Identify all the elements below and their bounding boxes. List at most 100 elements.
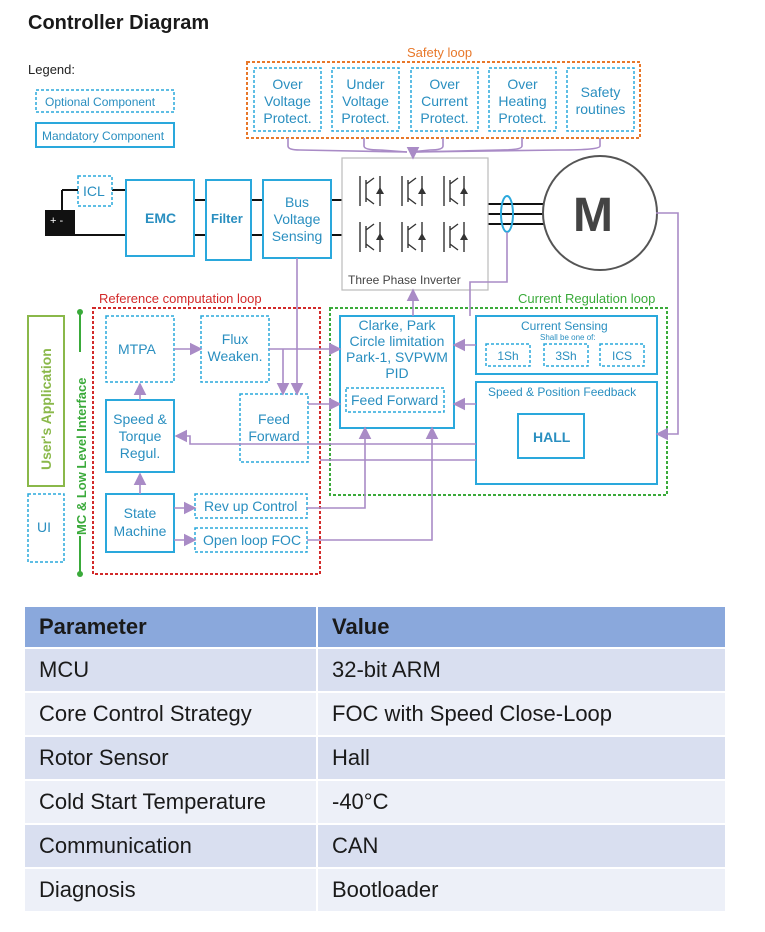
svg-text:+ -: + - — [50, 215, 63, 227]
table-row: Rotor Sensor Hall — [25, 735, 727, 780]
table-header-row: Parameter Value — [25, 607, 727, 648]
rev-up-label: Rev up Control — [204, 498, 297, 514]
clarke-park-line: Circle limitation — [350, 333, 445, 349]
igbt-icon — [359, 176, 381, 206]
current-sensing-title: Current Sensing — [521, 319, 608, 333]
hall-label: HALL — [533, 429, 571, 445]
safety-item-box — [566, 67, 635, 132]
table-row: MCU 32-bit ARM — [25, 647, 727, 692]
icl-block — [77, 175, 113, 207]
safety-loop-label: Safety loop — [407, 45, 472, 60]
battery-icon — [45, 210, 75, 236]
diode-icon — [376, 187, 384, 194]
table-row: Core Control Strategy FOC with Speed Clo… — [25, 691, 727, 736]
cur-feed-forward-block — [345, 387, 445, 413]
param-name: Diagnosis — [25, 867, 318, 911]
filter-block — [205, 179, 252, 261]
param-name: Communication — [25, 823, 318, 868]
clarke-park-line: Park-1, SVPWM — [346, 349, 448, 365]
igbt-icon — [359, 222, 381, 252]
diode-icon — [460, 233, 468, 240]
diode-icon — [460, 187, 468, 194]
param-name: Rotor Sensor — [25, 735, 318, 780]
igbt-icon — [443, 222, 465, 252]
safety-item-label: routines — [576, 101, 626, 117]
safety-item-label: Protect. — [420, 110, 468, 126]
mtpa-label: MTPA — [118, 341, 157, 357]
igbt-icon — [401, 222, 423, 252]
clarke-park-line: Clarke, Park — [358, 317, 436, 333]
emc-label: EMC — [145, 210, 176, 226]
mtpa-block — [105, 315, 175, 383]
motor-label: M — [573, 189, 613, 242]
safety-item-label: Voltage — [264, 93, 311, 109]
safety-item-label: Safety — [581, 84, 621, 100]
users-app-block — [27, 315, 65, 487]
safety-item-label: Over — [429, 76, 460, 92]
table-header-parameter: Parameter — [25, 607, 318, 648]
table-header-value: Value — [317, 607, 727, 648]
ui-label: UI — [37, 519, 51, 535]
sensing-option-box — [485, 343, 531, 367]
flux-weaken-line: Weaken. — [208, 348, 263, 364]
ui-block — [27, 493, 65, 563]
ref-feed-forward-line: Feed — [258, 411, 290, 427]
legend-optional: Optional Component — [45, 95, 156, 109]
bus-voltage-sensing-line: Voltage — [274, 211, 321, 227]
clarke-park-line: PID — [385, 365, 408, 381]
controller-diagram: Legend: Optional Component Mandatory Com… — [27, 45, 679, 577]
icl-label: ICL — [83, 183, 105, 199]
param-value: -40°C — [317, 779, 727, 824]
open-loop-block — [194, 527, 308, 553]
state-machine-line: State — [124, 505, 157, 521]
safety-item-label: Under — [346, 76, 384, 92]
current-sensing-sub: Shall be one of: — [540, 333, 596, 342]
reference-loop-frame — [92, 307, 321, 575]
sensing-option-box — [543, 343, 589, 367]
sensing-option-label: 1Sh — [497, 349, 518, 363]
param-value: CAN — [317, 823, 727, 868]
legend-optional-swatch — [35, 89, 175, 113]
page-title: Controller Diagram — [28, 12, 210, 34]
reference-loop-label: Reference computation loop — [99, 291, 262, 306]
open-loop-label: Open loop FOC — [203, 532, 301, 548]
emc-block — [125, 179, 195, 257]
current-loop-label: Current Regulation loop — [518, 291, 655, 306]
safety-item-label: Protect. — [263, 110, 311, 126]
diode-icon — [376, 233, 384, 240]
sensing-option-box — [599, 343, 645, 367]
safety-item-box — [488, 67, 557, 132]
diode-icon — [418, 233, 426, 240]
bus-voltage-sensing-line: Sensing — [272, 228, 323, 244]
legend-label: Legend: — [28, 62, 75, 77]
diode-icon — [418, 187, 426, 194]
safety-item-box — [253, 67, 322, 132]
sensing-option-label: ICS — [612, 349, 632, 363]
param-value: Bootloader — [317, 867, 727, 911]
bus-voltage-sensing-block — [262, 179, 332, 259]
sensing-option-label: 3Sh — [555, 349, 576, 363]
param-name: Cold Start Temperature — [25, 779, 318, 824]
hall-block — [517, 413, 585, 459]
legend-mandatory: Mandatory Component — [42, 129, 165, 143]
safety-item-label: Protect. — [498, 110, 546, 126]
ref-feed-forward-block — [239, 393, 309, 463]
filter-label: Filter — [211, 211, 243, 226]
igbt-icon — [443, 176, 465, 206]
safety-item-box — [331, 67, 400, 132]
current-loop-frame — [329, 307, 668, 496]
cur-feed-forward-label: Feed Forward — [351, 392, 438, 408]
safety-item-label: Heating — [498, 93, 546, 109]
bus-voltage-sensing-line: Bus — [285, 194, 309, 210]
safety-item-label: Voltage — [342, 93, 389, 109]
inverter-label: Three Phase Inverter — [348, 273, 461, 287]
legend-mandatory-swatch — [35, 122, 175, 148]
safety-item-label: Over — [507, 76, 538, 92]
current-sensing-options: 1Sh 3Sh ICS — [485, 343, 645, 367]
parameter-table: Parameter Value MCU 32-bit ARM Core Cont… — [25, 607, 727, 911]
